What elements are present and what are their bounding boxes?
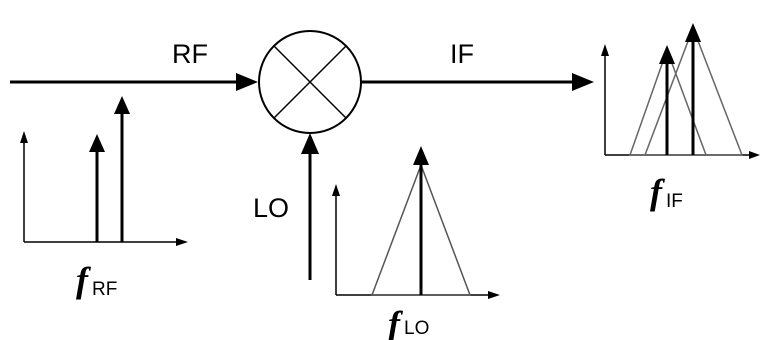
mixer-symbol [258, 30, 362, 134]
lo-input-arrow [301, 133, 319, 280]
if-label: IF [450, 39, 474, 69]
rf-input-arrow [10, 73, 258, 91]
lo-spectrum-plot [332, 146, 500, 299]
rf-label: RF [172, 39, 208, 69]
if-spectrum-plot [601, 23, 760, 159]
if-output-arrow [361, 73, 594, 91]
rf-spectrum-plot [20, 96, 188, 246]
lo-label: LO [253, 193, 289, 223]
